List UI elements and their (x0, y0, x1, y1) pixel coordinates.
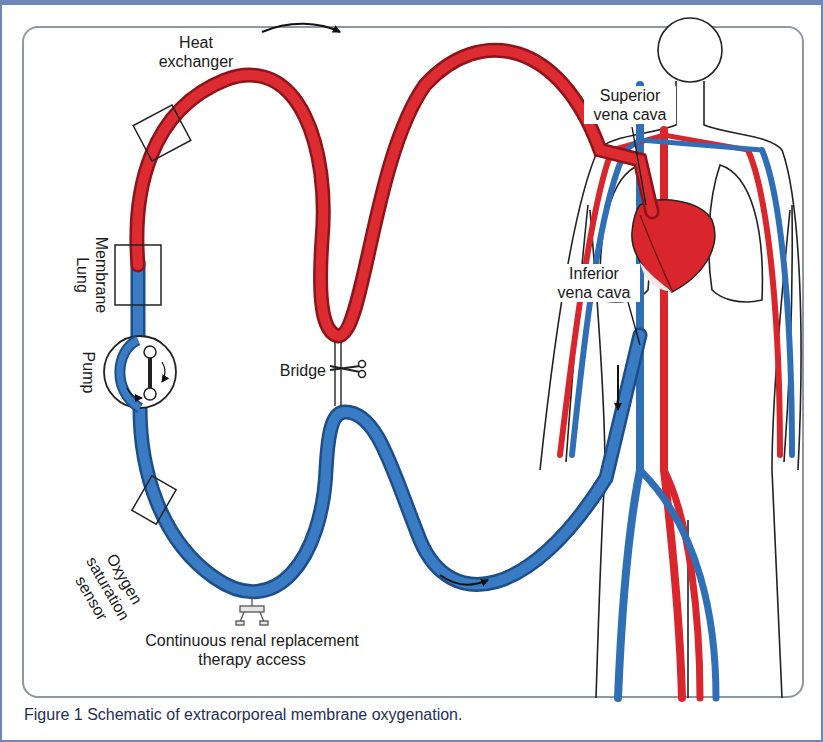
anatomy-label: Inferior vena cava (548, 264, 640, 302)
ecmo-circuit (137, 50, 652, 591)
bridge (330, 342, 366, 406)
component-label: Membrane Lung (73, 233, 111, 317)
anatomy-label: Superior vena cava (584, 86, 676, 124)
vessels (560, 85, 792, 698)
pump-symbol (104, 336, 176, 408)
heart (632, 200, 715, 292)
component-label: Pump (79, 342, 98, 402)
figure-caption: Figure 1 Schematic of extracorporeal mem… (24, 705, 462, 725)
component-boxes (115, 105, 191, 524)
leader-lines (628, 127, 646, 345)
component-label: Heat exchanger (146, 33, 246, 71)
flow-arrows (262, 24, 618, 585)
port-label: Continuous renal replacement therapy acc… (142, 631, 362, 669)
bridge-label: Bridge (266, 361, 326, 380)
crrt-ports (236, 596, 268, 625)
